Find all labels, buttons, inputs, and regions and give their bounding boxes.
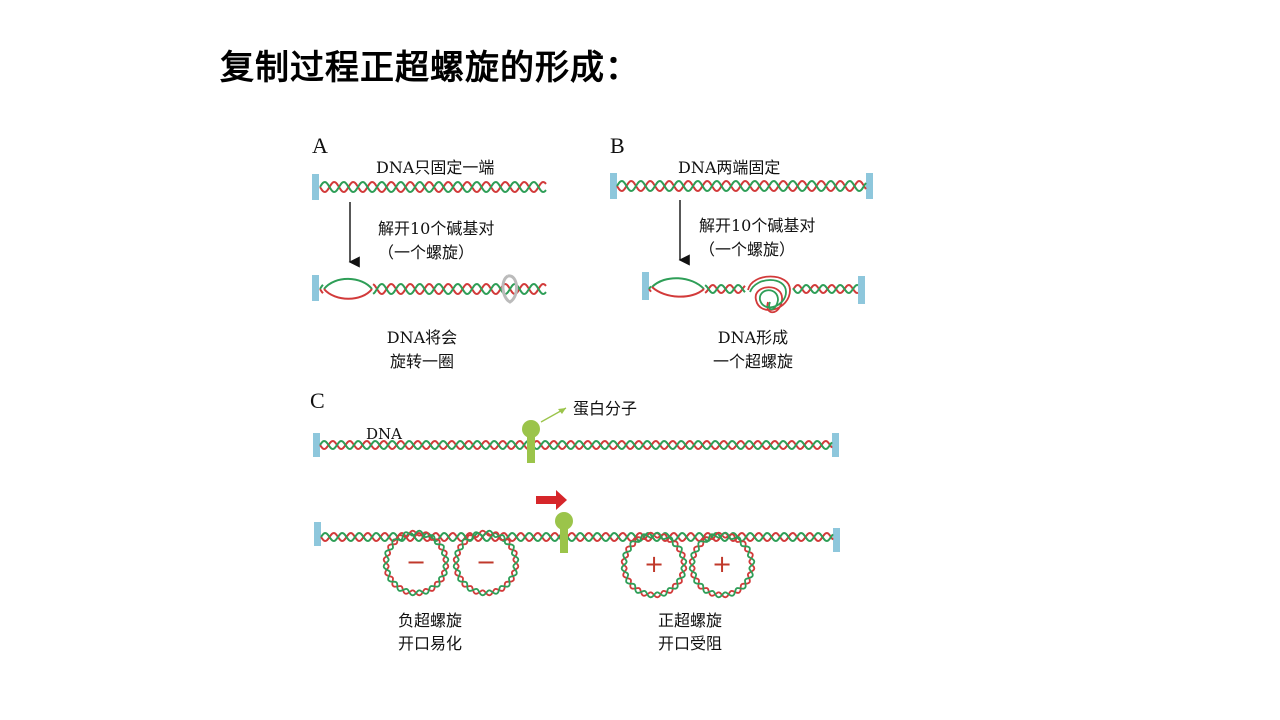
panel-a-result-1: DNA将会 <box>386 328 458 347</box>
panel-a-top-label: DNA只固定一端 <box>376 158 495 177</box>
dna-label: DNA <box>366 425 402 443</box>
protein-label: 蛋白分子 <box>573 399 638 418</box>
panel-a-helix-top <box>319 180 547 194</box>
panel-a-open-bubble-2 <box>323 288 373 300</box>
negative-sign-1: − <box>406 548 426 576</box>
panel-a-letter: A <box>312 133 328 158</box>
positive-supercoil-label-1: 正超螺旋 <box>657 611 722 630</box>
panel-a-anchor-left <box>312 174 319 200</box>
panel-b-result-1: DNA形成 <box>717 328 789 347</box>
panel-b-step-label-1: 解开10个碱基对 <box>699 216 816 235</box>
panel-b-open-bubble-2 <box>651 286 705 298</box>
panel-b-anchor-right <box>866 173 873 199</box>
positive-supercoil-loop-1 <box>620 531 688 599</box>
panel-b-open-bubble <box>651 277 705 290</box>
panel-c-anchor-right-2 <box>833 528 840 552</box>
negative-supercoil-label-2: 开口易化 <box>397 634 462 653</box>
panel-a-anchor-left-2 <box>312 275 319 301</box>
negative-supercoil-loop-2 <box>452 529 520 597</box>
protein-molecule-2 <box>555 512 573 553</box>
positive-sign-1: + <box>644 550 664 578</box>
page-title: 复制过程正超螺旋的形成： <box>220 48 640 88</box>
panel-c-anchor-left-2 <box>314 522 321 546</box>
negative-supercoil-label-1: 负超螺旋 <box>397 611 462 630</box>
panel-b-supercoil-knot <box>747 275 791 314</box>
positive-supercoil-label-2: 开口受阻 <box>657 634 722 653</box>
protein-molecule <box>522 420 540 463</box>
panel-b-helix-top <box>616 179 867 193</box>
panel-c-anchor-right <box>832 433 839 457</box>
negative-sign-2: − <box>476 548 496 576</box>
panel-c-anchor-left <box>313 433 320 457</box>
panel-b-result-2: 一个超螺旋 <box>712 352 793 371</box>
panel-a-result-2: 旋转一圈 <box>389 352 454 371</box>
panel-b-step-label-2: （一个螺旋） <box>699 240 796 259</box>
protein-pointer-head <box>558 408 566 414</box>
panel-a-helix-bottom <box>319 282 547 296</box>
positive-supercoil-loop-2 <box>688 531 756 599</box>
panel-b-helix-bottom <box>648 283 859 295</box>
panel-b-anchor-left <box>610 173 617 199</box>
panel-c-helix-top <box>319 439 833 451</box>
panel-a-step-label-2: （一个螺旋） <box>378 243 475 262</box>
panel-b-letter: B <box>610 133 625 158</box>
panel-c-letter: C <box>310 388 325 413</box>
direction-arrow-icon <box>536 490 567 510</box>
panel-b-top-label: DNA两端固定 <box>678 158 781 177</box>
positive-sign-2: + <box>712 550 732 578</box>
panel-a-open-bubble <box>323 277 373 290</box>
panel-a-step-label-1: 解开10个碱基对 <box>378 219 495 238</box>
panel-b-anchor-right-2 <box>858 276 865 304</box>
rotation-arrow-icon <box>501 274 518 304</box>
negative-supercoil-loop-1 <box>382 529 450 597</box>
panel-b-anchor-left-2 <box>642 272 649 300</box>
